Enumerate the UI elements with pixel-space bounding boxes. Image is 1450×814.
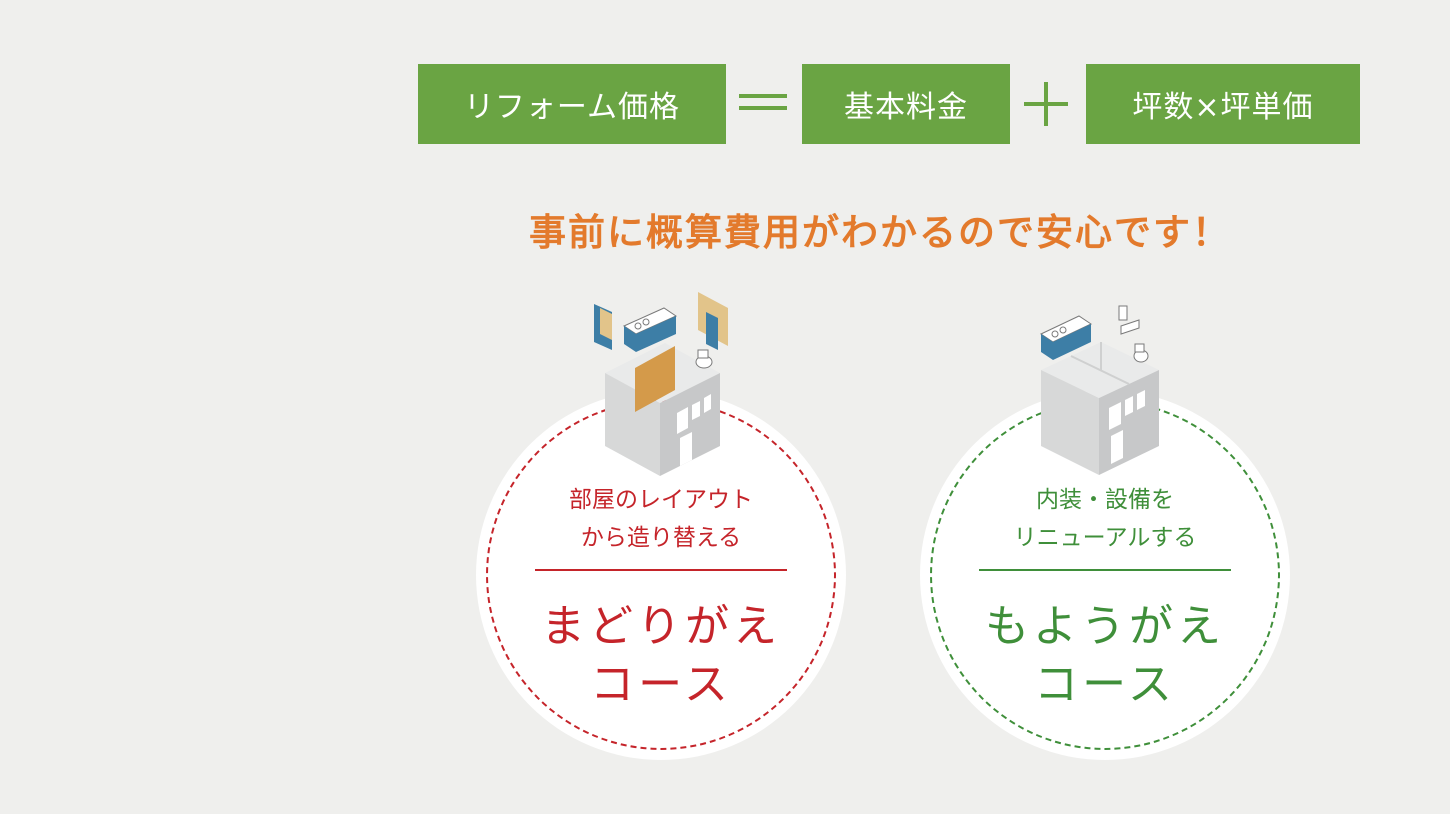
course-description-line2: リニューアルする: [1013, 525, 1197, 551]
area-price-box: 坪数×坪単価: [1086, 64, 1360, 144]
course-name: まどりがえ: [541, 601, 781, 652]
base-fee-box: 基本料金: [802, 64, 1010, 144]
plus-icon: [1024, 82, 1068, 126]
course-name-suffix: コース: [1034, 659, 1176, 710]
course-description-line1: 内装・設備を: [1036, 487, 1174, 513]
equals-icon: [739, 92, 787, 114]
house-renewal-illustration-icon: [1039, 305, 1159, 475]
divider: [535, 569, 787, 571]
divider: [979, 569, 1231, 571]
course-description-line2: から造り替える: [580, 525, 742, 551]
reform-price-label: リフォーム価格: [463, 90, 681, 125]
headline: 事前に概算費用がわかるので安心です！: [529, 211, 1231, 254]
course-description-line1: 部屋のレイアウト: [569, 487, 753, 513]
reform-price-box: リフォーム価格: [418, 64, 726, 144]
base-fee-label: 基本料金: [844, 90, 968, 125]
area-price-label: 坪数×坪単価: [1132, 90, 1314, 125]
course-name-suffix: コース: [590, 659, 732, 710]
course-moyougae[interactable]: 内装・設備を リニューアルする もようがえ コース: [920, 390, 1290, 760]
course-name: もようがえ: [985, 601, 1225, 652]
house-layout-illustration-icon: [594, 292, 728, 476]
